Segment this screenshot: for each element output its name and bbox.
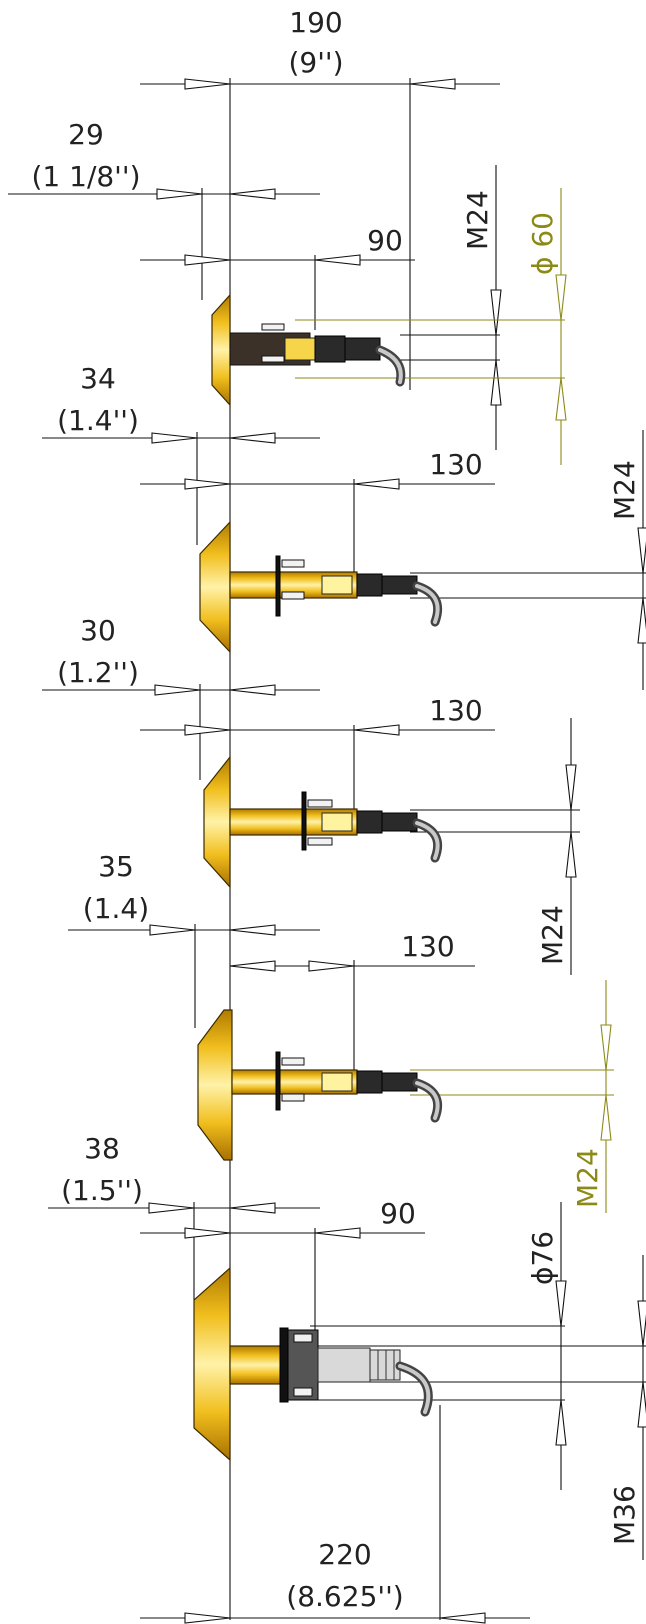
dim-35-in: (1.4) bbox=[83, 892, 149, 925]
dim-190-mm: 190 bbox=[289, 6, 342, 39]
dim-overall-220: 220 (8.625'') bbox=[140, 1405, 530, 1624]
sensor-4 bbox=[197, 1009, 443, 1161]
dim-sensor2-flange: 34 (1.4'') bbox=[42, 362, 320, 545]
dim-34-mm: 34 bbox=[80, 362, 116, 395]
phi76-label: ϕ76 bbox=[526, 1231, 559, 1285]
dim-34-in: (1.4'') bbox=[57, 404, 139, 437]
dim-sensor1-thread: M24 bbox=[400, 165, 502, 450]
m24-label-4: M24 bbox=[571, 1148, 604, 1208]
dim-130-s3: 130 bbox=[429, 694, 482, 727]
dim-190-in: (9'') bbox=[288, 46, 343, 79]
dim-sensor2-connector: 130 bbox=[140, 448, 495, 575]
dim-sensor5-flange: 38 (1.5'') bbox=[48, 1132, 320, 1300]
phi60-label: ϕ 60 bbox=[526, 212, 559, 275]
dim-sensor3-thread: M24 bbox=[410, 718, 580, 975]
dim-30-in: (1.2'') bbox=[57, 656, 139, 689]
dim-sensor5-thread: M36 bbox=[310, 1255, 646, 1560]
dim-sensor4-thread: M24 bbox=[410, 980, 614, 1213]
dim-35-mm: 35 bbox=[98, 850, 134, 883]
dim-sensor4-connector: 130 bbox=[229, 930, 475, 1070]
dim-sensor2-thread: M24 bbox=[410, 430, 646, 690]
dim-38-mm: 38 bbox=[84, 1132, 120, 1165]
dim-130-s4: 130 bbox=[401, 930, 454, 963]
dim-90-top: 90 bbox=[367, 224, 403, 257]
dim-sensor3-connector: 130 bbox=[140, 694, 495, 810]
sensor-2 bbox=[199, 520, 443, 654]
dim-130-s2: 130 bbox=[429, 448, 482, 481]
sensor-5 bbox=[193, 1266, 433, 1462]
dim-29-in: (1 1/8'') bbox=[31, 160, 140, 193]
dim-sensor3-flange: 30 (1.2'') bbox=[42, 614, 320, 780]
dim-29-mm: 29 bbox=[68, 118, 104, 151]
dim-38-in: (1.5'') bbox=[61, 1174, 143, 1207]
dim-220-in: (8.625'') bbox=[286, 1580, 403, 1613]
m24-label-3: M24 bbox=[536, 905, 569, 965]
m24-label-1: M24 bbox=[461, 190, 494, 250]
dim-sensor1-diameter: ϕ 60 bbox=[295, 188, 567, 465]
dim-90-bottom: 90 bbox=[380, 1197, 416, 1230]
dim-sensor4-flange: 35 (1.4) bbox=[68, 850, 320, 1028]
m36-label: M36 bbox=[608, 1485, 641, 1545]
dim-sensor1-flange: 29 (1 1/8'') bbox=[8, 118, 320, 300]
m24-label-2: M24 bbox=[608, 460, 641, 520]
sensor-1 bbox=[211, 293, 406, 407]
dim-220-mm: 220 bbox=[318, 1538, 371, 1571]
dim-30-mm: 30 bbox=[80, 614, 116, 647]
sensor-3 bbox=[203, 755, 443, 889]
dim-sensor1-connector: 90 bbox=[140, 224, 415, 330]
